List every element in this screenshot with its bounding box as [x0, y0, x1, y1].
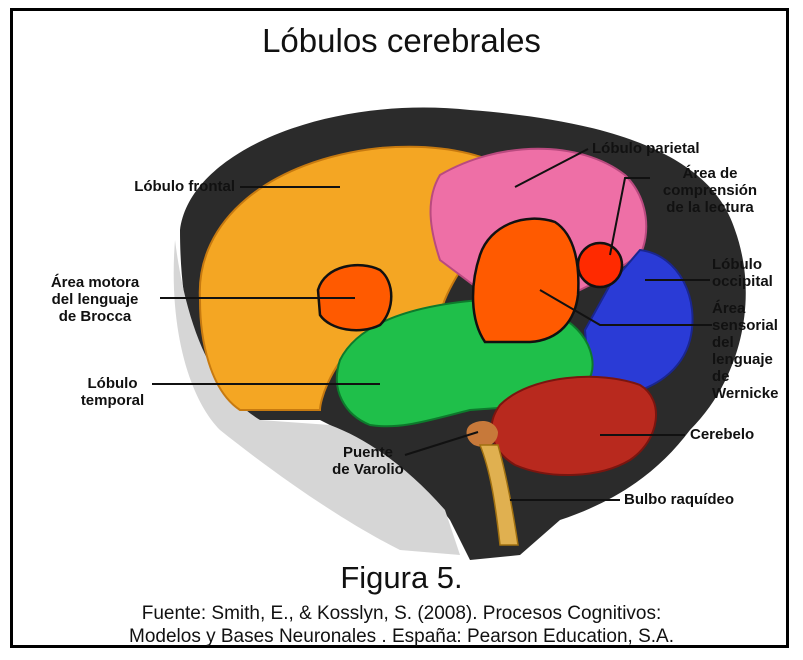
label-temporal-lobe: Lóbulo temporal — [65, 375, 160, 409]
label-parietal-lobe: Lóbulo parietal — [592, 140, 752, 157]
figure-caption: Figura 5. — [0, 560, 803, 596]
label-medulla: Bulbo raquídeo — [624, 491, 774, 508]
source-line-1: Fuente: Smith, E., & Kosslyn, S. (2008).… — [142, 603, 662, 624]
wernicke-area — [473, 219, 578, 342]
label-wernicke-area: Área sensorial del lenguaje de Wernicke — [712, 300, 797, 402]
source-line-2: Modelos y Bases Neuronales . España: Pea… — [129, 626, 674, 647]
source-citation: Fuente: Smith, E., & Kosslyn, S. (2008).… — [0, 602, 803, 648]
label-broca-area: Área motora del lenguaje de Brocca — [30, 274, 160, 325]
label-cerebellum: Cerebelo — [690, 426, 780, 443]
reading-area — [578, 243, 622, 287]
label-frontal-lobe: Lóbulo frontal — [60, 178, 235, 195]
label-pons: Puente de Varolio — [318, 444, 418, 478]
label-reading-area: Área de comprensión de la lectura — [640, 165, 780, 216]
label-occipital-lobe: Lóbulo occipital — [712, 256, 792, 290]
